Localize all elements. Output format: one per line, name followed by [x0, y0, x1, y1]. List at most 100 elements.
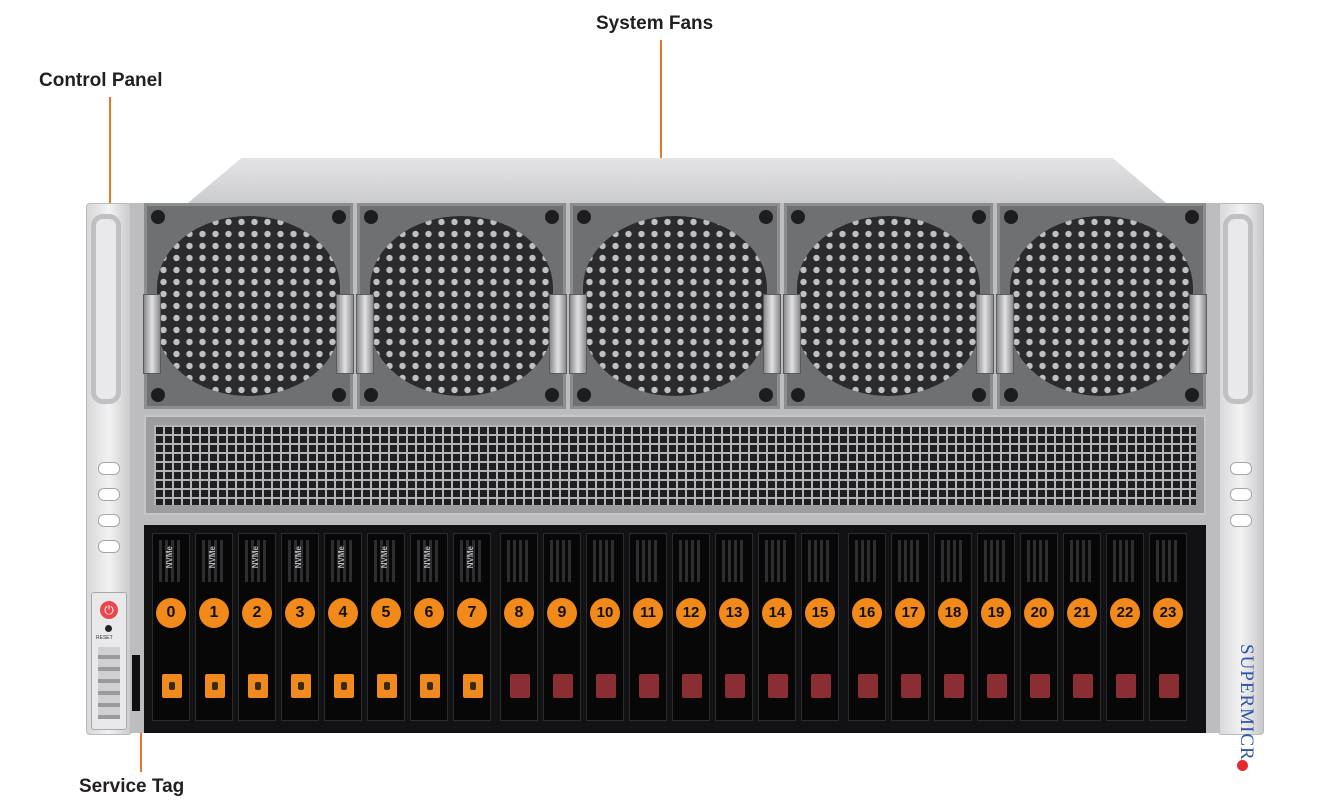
- drive-release-tab[interactable]: [596, 674, 616, 698]
- ear-hole: [1230, 462, 1252, 475]
- screw-icon: [151, 210, 165, 224]
- bay-vents: [417, 540, 441, 582]
- fan-latch[interactable]: [549, 294, 568, 374]
- fan-latch[interactable]: [336, 294, 355, 374]
- drive-release-tab[interactable]: [334, 674, 354, 698]
- drive-release-tab[interactable]: [1116, 674, 1136, 698]
- drive-release-tab[interactable]: [768, 674, 788, 698]
- screw-icon: [1185, 210, 1200, 224]
- drive-release-tab[interactable]: [420, 674, 440, 698]
- drive-bay[interactable]: NVMe: [152, 533, 190, 721]
- drive-release-tab[interactable]: [553, 674, 573, 698]
- bay-vents: [855, 540, 879, 582]
- drive-release-tab[interactable]: [811, 674, 831, 698]
- power-button[interactable]: ⏻: [100, 601, 118, 619]
- drive-release-tab[interactable]: [682, 674, 702, 698]
- drive-release-tab[interactable]: [248, 674, 268, 698]
- drive-release-tab[interactable]: [291, 674, 311, 698]
- nvme-label: NVMe: [466, 546, 475, 569]
- drive-bay-number: 5: [371, 598, 401, 628]
- drive-bay[interactable]: [848, 533, 886, 721]
- screw-icon: [545, 210, 560, 224]
- system-fans-leader: [660, 40, 662, 230]
- bay-vents: [550, 540, 574, 582]
- drive-bay-number: 9: [547, 598, 577, 628]
- fan-grille: [1009, 216, 1194, 396]
- screw-icon: [1003, 210, 1018, 224]
- bay-vents: [1027, 540, 1051, 582]
- ear-hole: [98, 540, 120, 553]
- drive-bay-number: 13: [719, 598, 749, 628]
- server-chassis: ⏻ RESET SUPERMICR NVMe NVMe NVMe NVMe NVMe NV…: [86, 158, 1264, 771]
- left-handle[interactable]: [91, 214, 121, 404]
- fan-latch[interactable]: [762, 294, 781, 374]
- reset-button[interactable]: [105, 625, 112, 632]
- drive-release-tab[interactable]: [510, 674, 530, 698]
- drive-bay-number: 21: [1067, 598, 1097, 628]
- service-tag[interactable]: [132, 655, 140, 711]
- right-rack-ear: SUPERMICR: [1218, 203, 1264, 771]
- drive-release-tab[interactable]: [162, 674, 182, 698]
- right-handle[interactable]: [1223, 214, 1253, 404]
- drive-bay-number: 15: [805, 598, 835, 628]
- drive-bay[interactable]: NVMe: [281, 533, 319, 721]
- bay-vents: [984, 540, 1008, 582]
- nvme-label: NVMe: [251, 546, 260, 569]
- fan-grille: [370, 216, 554, 396]
- drive-bay[interactable]: [629, 533, 667, 721]
- air-vent: [144, 415, 1206, 515]
- fan-module[interactable]: [143, 203, 355, 409]
- fan-module[interactable]: [995, 203, 1208, 409]
- drive-release-tab[interactable]: [377, 674, 397, 698]
- drive-release-tab[interactable]: [1030, 674, 1050, 698]
- drive-bay-number: 17: [895, 598, 925, 628]
- fan-latch[interactable]: [782, 294, 801, 374]
- ear-hole: [1230, 488, 1252, 501]
- fan-latch[interactable]: [995, 294, 1014, 374]
- fan-latch[interactable]: [356, 294, 375, 374]
- drive-bay[interactable]: [891, 533, 929, 721]
- drive-release-tab[interactable]: [1159, 674, 1179, 698]
- nvme-label: NVMe: [208, 546, 217, 569]
- bay-vents: [941, 540, 965, 582]
- vent-mesh: [154, 425, 1196, 505]
- drive-release-tab[interactable]: [1073, 674, 1093, 698]
- drive-release-tab[interactable]: [901, 674, 921, 698]
- fan-grille: [157, 216, 341, 396]
- bay-vents: [202, 540, 226, 582]
- fan-latch[interactable]: [975, 294, 994, 374]
- drive-bay-number: 23: [1153, 598, 1183, 628]
- drive-bay[interactable]: NVMe: [367, 533, 405, 721]
- drive-bay-number: 4: [328, 598, 358, 628]
- fan-latch[interactable]: [1189, 294, 1208, 374]
- fan-module[interactable]: [569, 203, 781, 409]
- drive-release-tab[interactable]: [639, 674, 659, 698]
- drive-bay-number: 18: [938, 598, 968, 628]
- drive-bay[interactable]: NVMe: [238, 533, 276, 721]
- drive-release-tab[interactable]: [463, 674, 483, 698]
- drive-bay-number: 2: [242, 598, 272, 628]
- drive-release-tab[interactable]: [944, 674, 964, 698]
- screw-icon: [151, 388, 165, 402]
- drive-release-tab[interactable]: [987, 674, 1007, 698]
- fan-latch[interactable]: [143, 294, 161, 374]
- bay-vents: [288, 540, 312, 582]
- ear-hole: [1230, 514, 1252, 527]
- drive-release-tab[interactable]: [205, 674, 225, 698]
- drive-bay-number: 3: [285, 598, 315, 628]
- drive-bay[interactable]: [672, 533, 710, 721]
- bay-vents: [636, 540, 660, 582]
- drive-release-tab[interactable]: [725, 674, 745, 698]
- nvme-label: NVMe: [337, 546, 346, 569]
- fan-latch[interactable]: [569, 294, 588, 374]
- drive-release-tab[interactable]: [858, 674, 878, 698]
- screw-icon: [332, 388, 347, 402]
- bay-vents: [722, 540, 746, 582]
- screw-icon: [364, 210, 379, 224]
- drive-bay[interactable]: [543, 533, 581, 721]
- fan-module[interactable]: [356, 203, 568, 409]
- fan-module[interactable]: [782, 203, 994, 409]
- control-panel: ⏻ RESET: [91, 592, 127, 730]
- ear-hole: [98, 462, 120, 475]
